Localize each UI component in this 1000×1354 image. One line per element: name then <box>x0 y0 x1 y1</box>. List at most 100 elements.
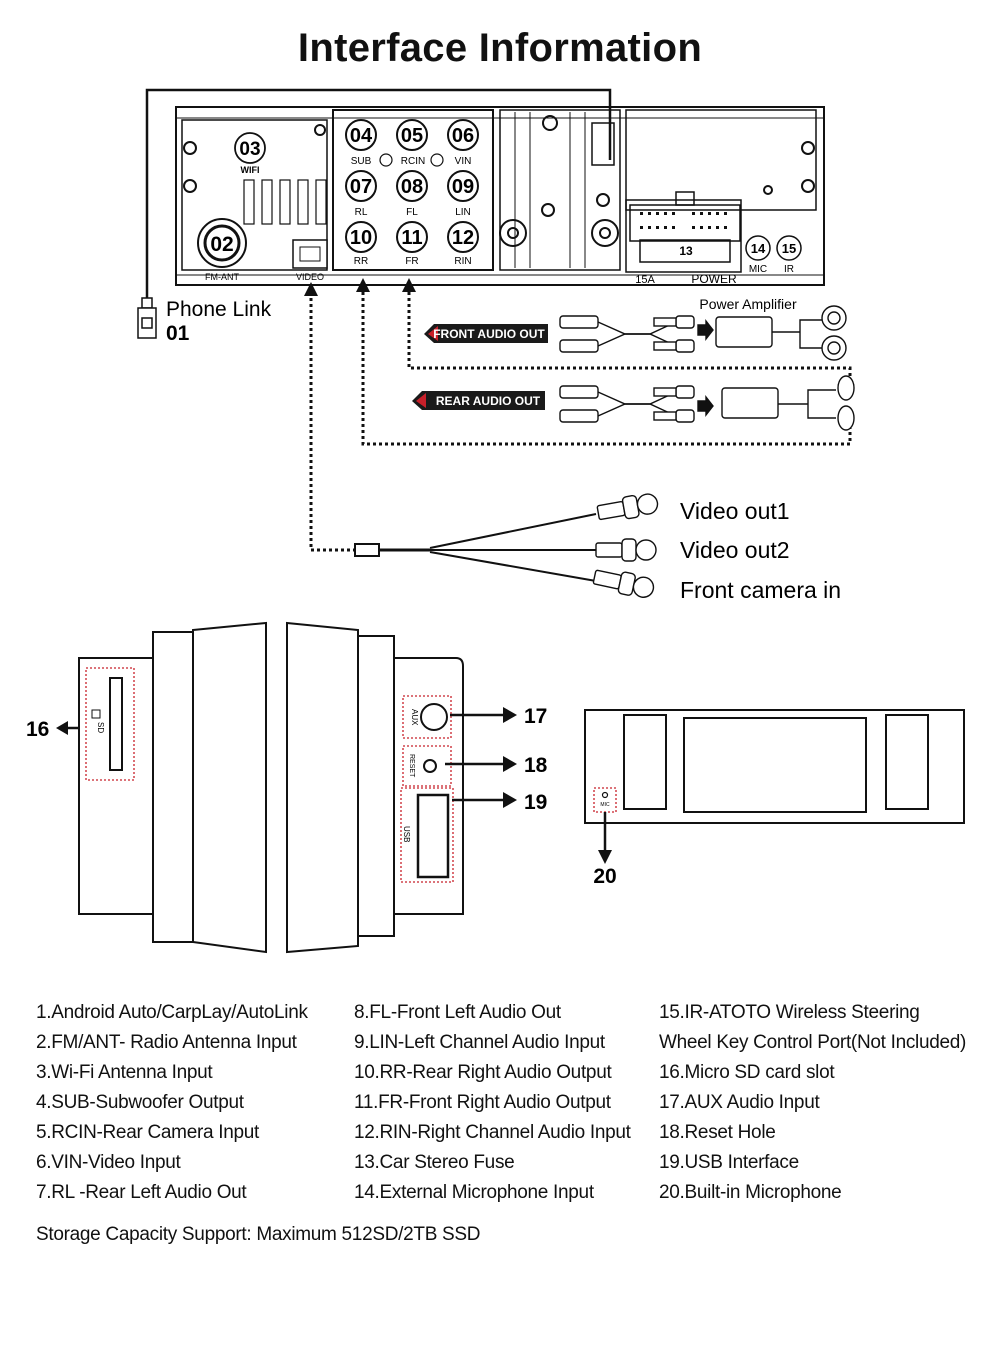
port-02: 02 <box>210 233 233 256</box>
phone-link-cable <box>145 88 612 298</box>
left-side-view <box>78 621 267 954</box>
rcin-label: RCIN <box>401 156 425 167</box>
port-04: 04 <box>350 125 373 147</box>
rear-audio-out-badge <box>412 391 545 410</box>
storage-capacity-note: Storage Capacity Support: Maximum 512SD/… <box>36 1224 481 1245</box>
port-01: 01 <box>166 322 190 345</box>
dotted-connections <box>309 292 852 552</box>
callout-17: 17 <box>524 705 547 728</box>
legend-item: 10.RR-Rear Right Audio Output <box>354 1062 612 1083</box>
legend-item: 1.Android Auto/CarpLay/AutoLink <box>36 1002 308 1023</box>
legend-item: 11.FR-Front Right Audio Output <box>354 1092 611 1113</box>
video-label: VIDEO <box>296 272 324 282</box>
rin-label: RIN <box>454 256 471 267</box>
mic-port <box>745 235 771 261</box>
callout-18: 18 <box>524 754 548 777</box>
video-out1-label: Video out1 <box>680 498 790 524</box>
legend-column-1: 1.Android Auto/CarpLay/AutoLink 2.FM/ANT… <box>36 998 308 1208</box>
usb-plug-icon <box>137 297 157 339</box>
legend-item: 12.RIN-Right Channel Audio Input <box>354 1122 631 1143</box>
aux-label: AUX <box>410 709 419 726</box>
legend-column-3: 15.IR-ATOTO Wireless Steering Wheel Key … <box>659 998 966 1208</box>
port-11: 11 <box>401 227 422 249</box>
reset-hole <box>423 759 437 773</box>
port-13: 13 <box>679 244 693 258</box>
front-audio-out-badge <box>424 324 548 343</box>
legend-item: 16.Micro SD card slot <box>659 1062 835 1083</box>
legend-item: 6.VIN-Video Input <box>36 1152 181 1173</box>
fm-antenna-port <box>197 218 247 268</box>
port-08: 08 <box>401 176 423 198</box>
legend-item: 2.FM/ANT- Radio Antenna Input <box>36 1032 297 1053</box>
aux-port <box>420 703 448 731</box>
front-audio-out-label: FRONT AUDIO OUT <box>433 327 545 341</box>
callout-16: 16 <box>26 718 49 741</box>
mic-hole <box>601 791 609 799</box>
rear-rca-cables <box>559 375 855 431</box>
side-port-highlights <box>400 695 454 883</box>
mic-small-label: MIC <box>600 802 610 808</box>
legend-item: Wheel Key Control Port(Not Included) <box>659 1032 967 1053</box>
legend-item: 5.RCIN-Rear Camera Input <box>36 1122 259 1143</box>
callout-arrows <box>56 707 517 808</box>
rca-port-grid <box>345 119 479 253</box>
callout-19: 19 <box>524 791 547 814</box>
video-cable <box>354 513 597 582</box>
port-15: 15 <box>782 241 796 256</box>
legend-item: 9.LIN-Left Channel Audio Input <box>354 1032 605 1053</box>
sub-label: SUB <box>351 156 372 167</box>
mic-label: MIC <box>749 264 767 275</box>
legend-column-2: 8.FL-Front Left Audio Out 9.LIN-Left Cha… <box>354 998 631 1208</box>
sd-highlight <box>85 667 135 781</box>
video-rca-plugs <box>592 493 659 598</box>
legend-item: 15.IR-ATOTO Wireless Steering <box>659 1002 920 1023</box>
callout-20: 20 <box>593 865 616 888</box>
legend-item: 4.SUB-Subwoofer Output <box>36 1092 244 1113</box>
port-12: 12 <box>452 227 474 249</box>
usb-port <box>416 793 450 879</box>
fm-ant-label: FM-ANT <box>205 272 239 282</box>
page-title: Interface Information <box>297 26 703 70</box>
reset-label: RESET <box>408 754 415 778</box>
legend-item: 13.Car Stereo Fuse <box>354 1152 515 1173</box>
video-port <box>292 239 328 269</box>
right-side-view <box>286 621 464 954</box>
legend-item: 19.USB Interface <box>659 1152 799 1173</box>
ir-port <box>776 235 802 261</box>
power-amplifier-label: Power Amplifier <box>699 296 797 312</box>
port-05: 05 <box>401 125 423 147</box>
sd-label: SD <box>96 722 105 733</box>
usb-label: USB <box>402 826 411 842</box>
front-camera-in-label: Front camera in <box>680 577 841 603</box>
fuse-label: 15A <box>635 274 655 286</box>
port-14: 14 <box>751 241 766 256</box>
legend-item: 14.External Microphone Input <box>354 1182 594 1203</box>
power-connector <box>629 191 741 263</box>
ir-label: IR <box>784 264 794 275</box>
front-rca-cables <box>559 305 847 361</box>
sd-card-icon <box>91 709 101 719</box>
legend-item: 8.FL-Front Left Audio Out <box>354 1002 561 1023</box>
arrow-heads <box>304 278 416 296</box>
fl-label: FL <box>406 207 418 218</box>
legend-item: 3.Wi-Fi Antenna Input <box>36 1062 213 1083</box>
video-out2-label: Video out2 <box>680 537 790 563</box>
sd-slot <box>109 677 123 771</box>
phone-link-label: Phone Link <box>166 298 272 321</box>
fr-label: FR <box>405 256 418 267</box>
callout-20-arrow <box>598 850 612 864</box>
port-06: 06 <box>452 125 474 147</box>
port-10: 10 <box>350 227 372 249</box>
legend-item: 17.AUX Audio Input <box>659 1092 820 1113</box>
legend-item: 20.Built-in Microphone <box>659 1182 842 1203</box>
wifi-port <box>234 132 266 164</box>
power-label: POWER <box>691 272 737 286</box>
legend-item: 7.RL -Rear Left Audio Out <box>36 1182 247 1203</box>
port-03: 03 <box>239 139 260 160</box>
front-face-view <box>584 709 965 824</box>
port-07: 07 <box>350 176 372 198</box>
rear-audio-out-label: REAR AUDIO OUT <box>436 394 541 408</box>
port-09: 09 <box>452 176 474 198</box>
legend-item: 18.Reset Hole <box>659 1122 776 1143</box>
